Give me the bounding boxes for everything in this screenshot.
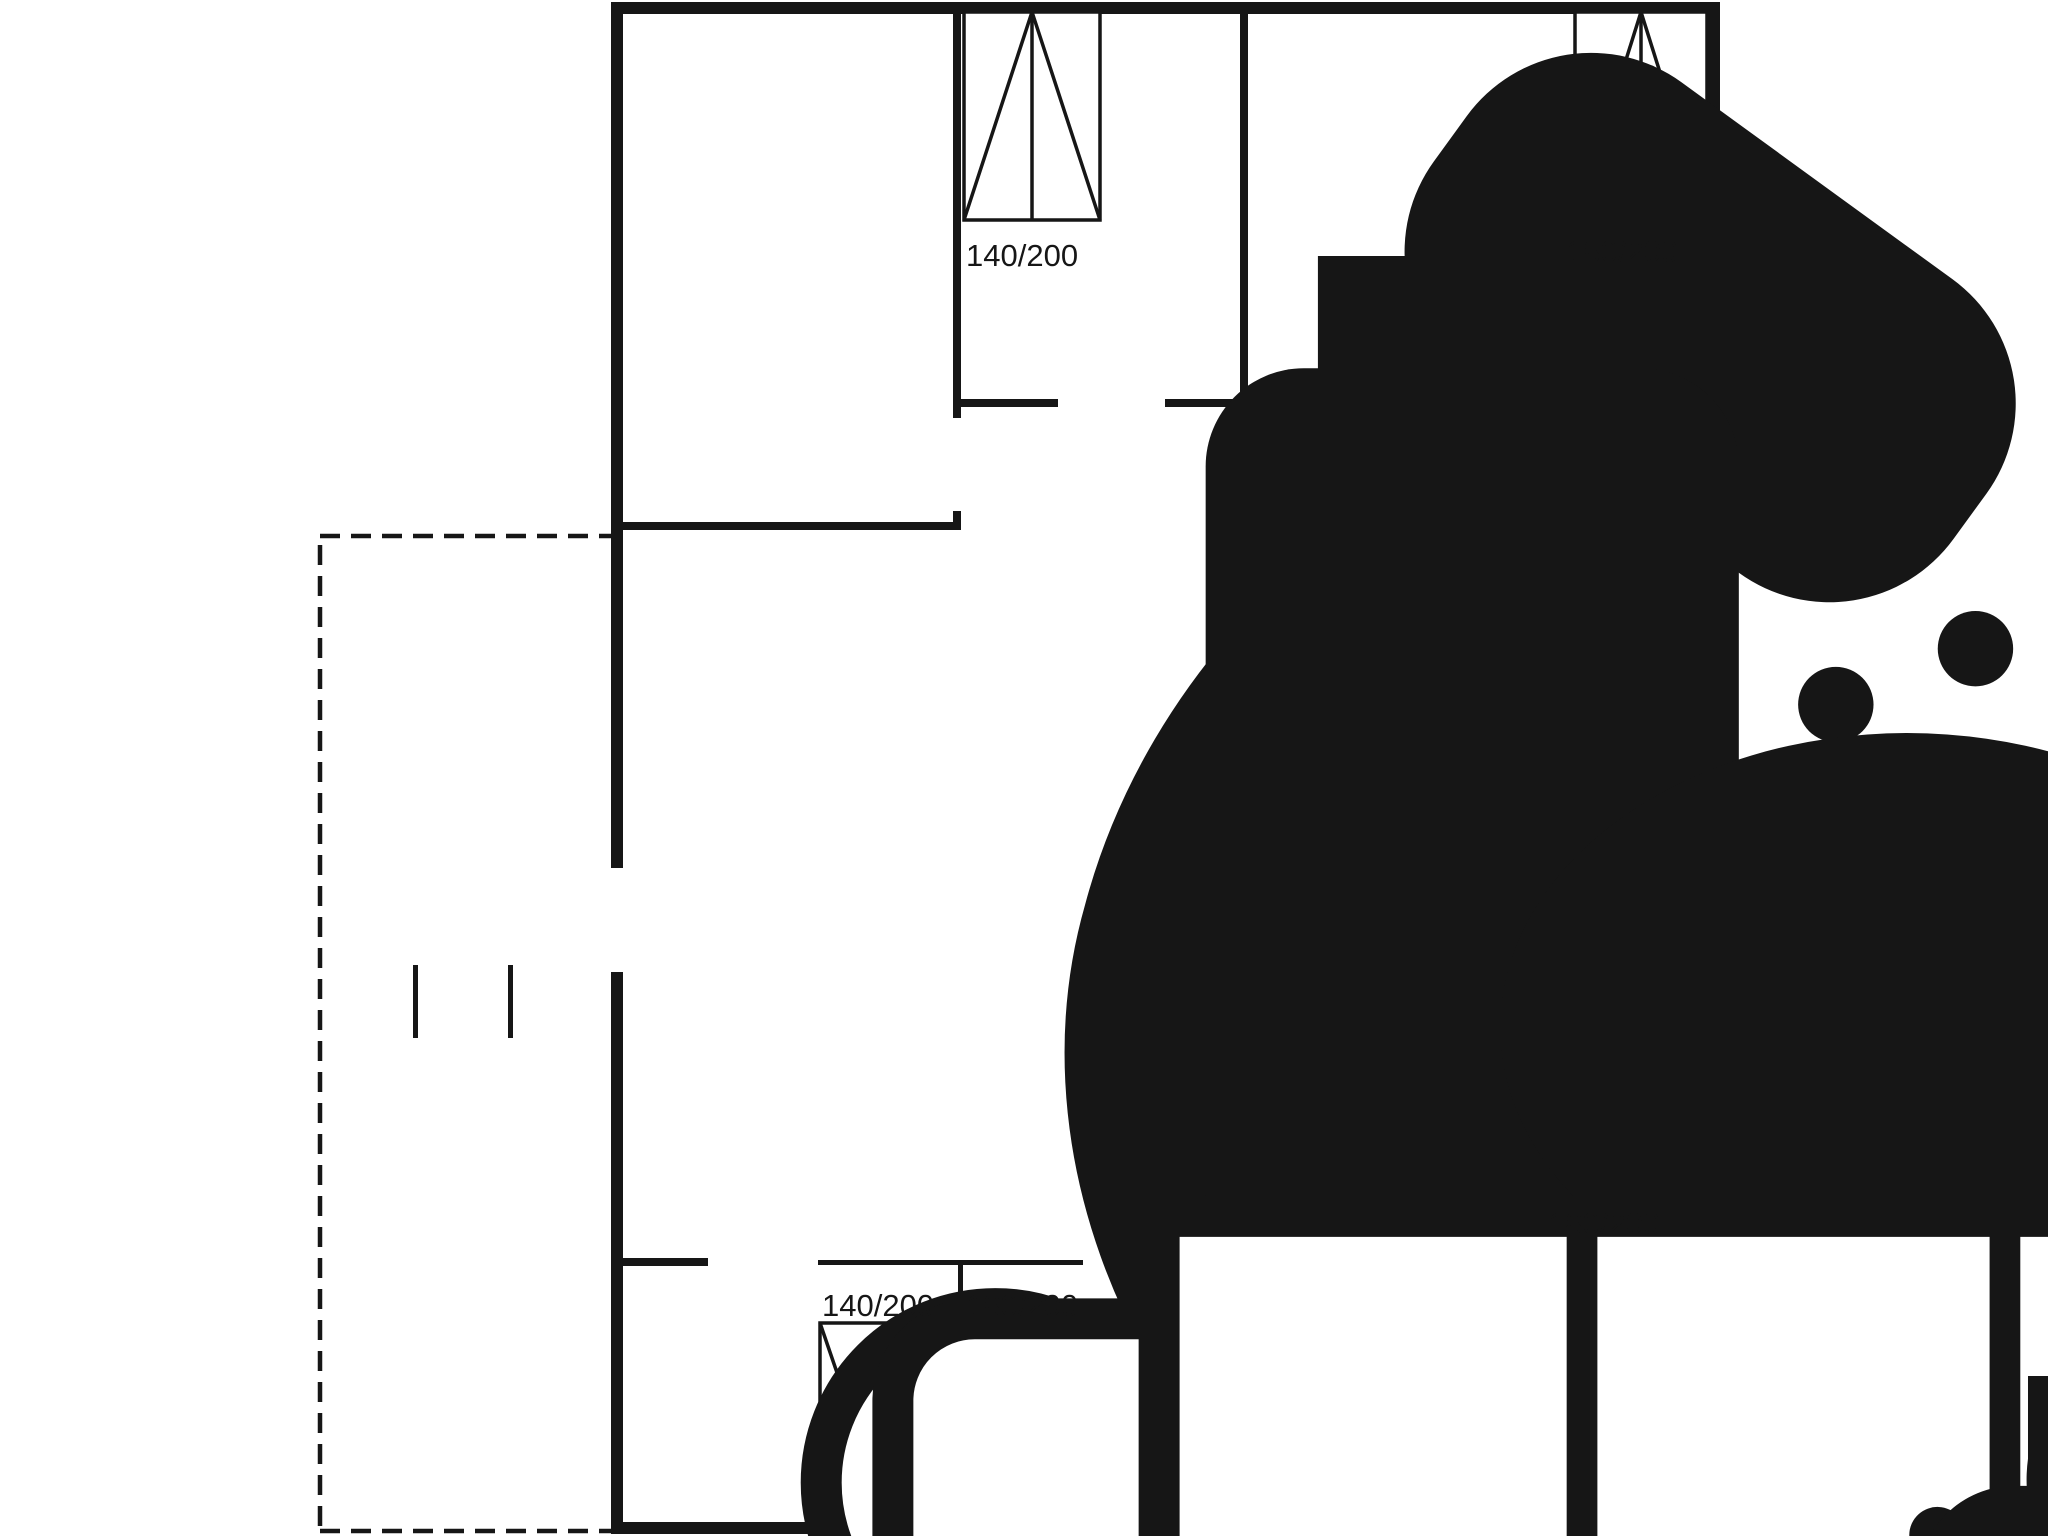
carport-outline-layer xyxy=(317,533,611,1534)
wall-segment-outer-left-upper xyxy=(611,2,623,868)
bed-size-label: 180/200 xyxy=(1566,234,1678,269)
labels-layer: 140/200 180/200 140/200 180/200 180/200 xyxy=(822,234,1678,1323)
wall-segment-hall-north-wall-2 xyxy=(1165,399,1277,407)
entry-marks-layer xyxy=(413,965,513,1038)
bed-size-label: 140/200 xyxy=(966,238,1078,273)
wall-segment-bedroom1-2-divider xyxy=(1240,8,1248,407)
wall-segment-bath1-door-jamb xyxy=(953,511,961,530)
bed-size-label: 180/200 xyxy=(966,1288,1078,1323)
bed-size-label: 140/200 xyxy=(822,1288,934,1323)
wall-segment-bath1-east-wall xyxy=(953,8,961,418)
wall-segment-outer-top xyxy=(611,2,1720,14)
wall-segment-outer-left-lower xyxy=(611,972,623,1534)
wall-segment-hall-north-wall-1 xyxy=(953,399,1058,407)
bed-diagonal xyxy=(962,11,1034,221)
wall-segment-south-room-north-stub xyxy=(617,1258,708,1266)
bed-size-label: 180/200 xyxy=(1548,1206,1660,1241)
entry-step-mark xyxy=(508,965,513,1038)
bed-diagonal xyxy=(1030,11,1102,221)
entry-step-mark xyxy=(413,965,418,1038)
partition-south-rooms-north-thin xyxy=(818,1260,1083,1265)
wall-segment-bath1-south-wall xyxy=(617,522,961,530)
bed-symbol xyxy=(962,10,1102,222)
